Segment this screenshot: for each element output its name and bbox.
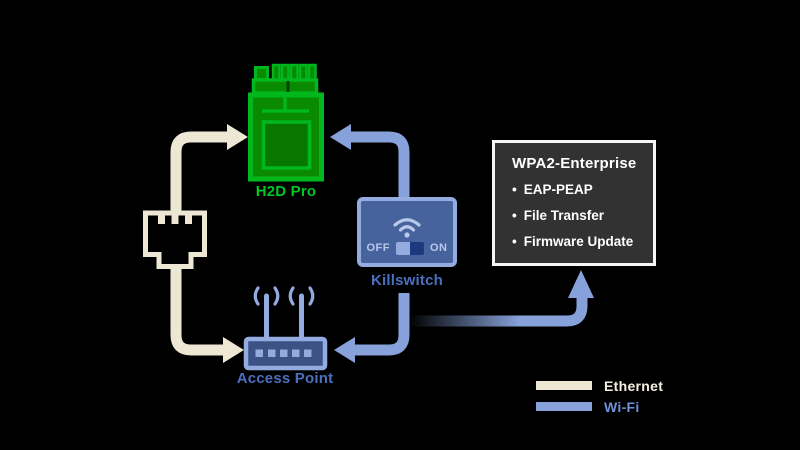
arrowhead-right-icon [227,124,248,150]
killswitch-toggle-row: OFF ON [366,241,448,255]
wifi-arrow-to-info-box [409,270,594,327]
bullet: • [512,208,517,223]
info-box-item: • File Transfer [512,208,647,223]
h2d-pro-label: H2D Pro [255,183,317,200]
legend: Ethernet Wi-Fi [536,377,663,419]
wifi-icon [393,217,421,238]
bullet: • [512,234,517,249]
arrowhead-right-icon [223,337,244,363]
bullet: • [512,182,517,197]
wifi-arrow-killswitch-to-h2d [330,124,410,197]
off-label: OFF [366,242,390,254]
arrowhead-left-icon [334,337,355,363]
legend-item-wifi: Wi-Fi [536,398,663,415]
legend-label: Wi-Fi [604,398,640,415]
info-item-label: EAP-PEAP [523,182,593,197]
access-point-icon [243,286,328,371]
info-item-label: Firmware Update [523,234,634,249]
wpa2-info-box: WPA2-Enterprise • EAP-PEAP • File Transf… [492,140,656,266]
killswitch-label: Killswitch [370,272,443,289]
h2d-pro-device-icon [248,63,324,182]
arrowhead-left-icon [330,124,351,150]
ethernet-arrow-to-h2d [170,124,248,211]
ethernet-color-swatch [536,381,592,390]
legend-item-ethernet: Ethernet [536,377,663,394]
info-box-item: • Firmware Update [512,234,647,249]
arrowhead-up-icon [568,270,594,298]
info-item-label: File Transfer [523,208,605,223]
wifi-arrow-killswitch-to-access-point [334,293,410,363]
antenna-icon [288,286,315,342]
on-label: ON [430,242,448,254]
ethernet-port-icon [143,210,207,269]
access-point-label: Access Point [236,370,334,387]
info-box-title: WPA2-Enterprise [512,155,637,172]
info-box-item: • EAP-PEAP [512,182,647,197]
wifi-color-swatch [536,402,592,411]
killswitch-box: OFF ON [357,197,457,267]
legend-label: Ethernet [604,377,664,394]
toggle-switch [396,241,424,255]
antenna-icon [253,286,280,342]
ethernet-arrow-to-access-point [170,267,244,363]
